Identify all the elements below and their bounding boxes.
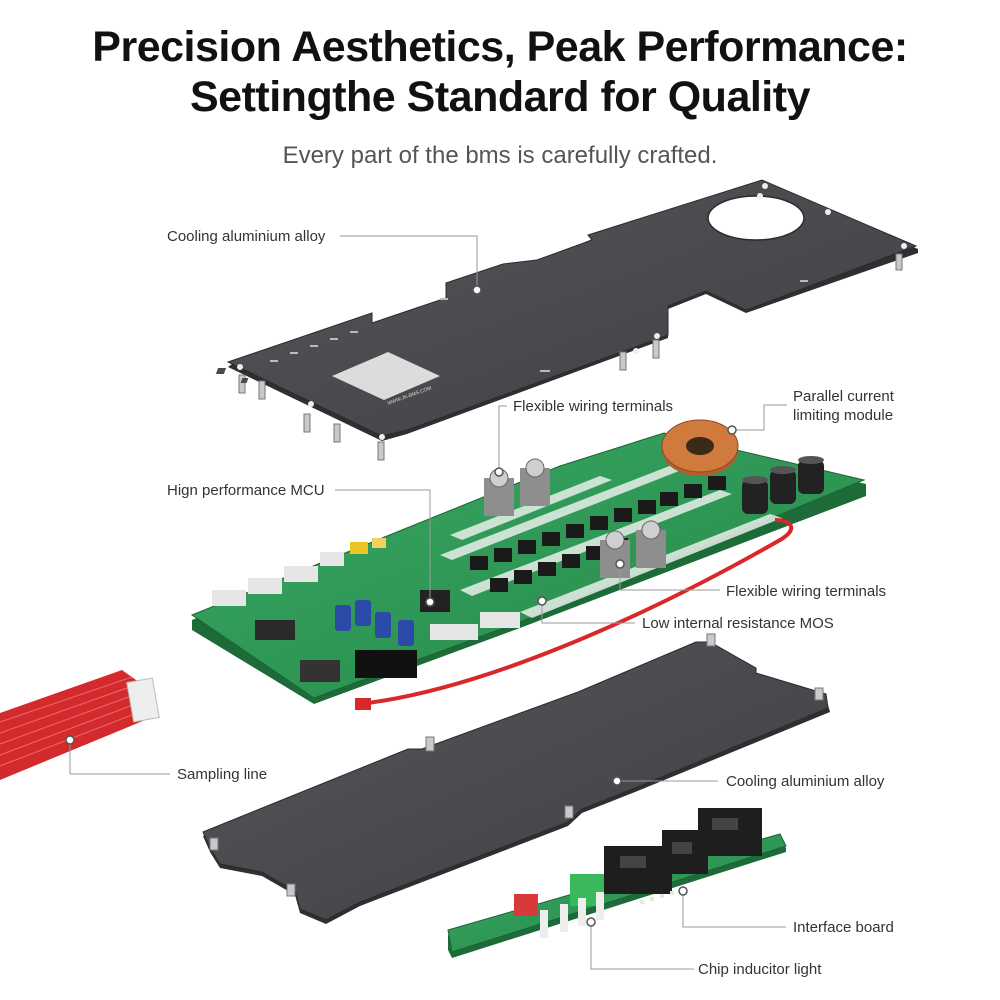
callout-dot-bottom-cooling (612, 776, 622, 786)
rj45-ports (604, 808, 762, 894)
dip-switch (514, 894, 538, 916)
wiring-terminals-mid (600, 520, 666, 578)
interface-board (447, 808, 787, 958)
callout-wiring-top: Flexible wiring terminals (513, 398, 674, 415)
callout-mos: Low internal resistance MOS (642, 615, 834, 632)
callout-dots (65, 285, 737, 927)
callout-parallel-module: Parallel current limiting module (793, 387, 894, 425)
qr-code-icon (215, 352, 440, 400)
callout-dot-wiring-mid (615, 559, 625, 569)
callout-top-cooling: Cooling aluminium alloy (167, 228, 326, 245)
red-wire (359, 518, 794, 706)
bottom-cooling-plate (202, 633, 830, 924)
callout-dot-wiring-top (494, 467, 504, 477)
callout-dot-top-cooling (472, 285, 482, 295)
page-subtitle: Every part of the bms is carefully craft… (282, 142, 718, 169)
plate-print-marks (270, 280, 808, 372)
callout-dot-sampling (65, 735, 75, 745)
callout-dot-interface (678, 886, 688, 896)
leader-lines (69, 235, 787, 970)
title-line-2: Settingthe Standard for Quality (190, 73, 811, 121)
callout-sampling: Sampling line (177, 766, 268, 783)
page-title: Precision Aesthetics, Peak Performance: … (0, 22, 1000, 122)
mcu-chip (420, 590, 450, 612)
callout-mcu: Hign performance MCU (167, 482, 325, 499)
indicator-leds (640, 891, 674, 904)
callout-chip-light: Chip inducitor light (698, 961, 822, 978)
title-line-1: Precision Aesthetics, Peak Performance: (92, 23, 908, 71)
pcb-left-components (212, 538, 520, 682)
callout-dot-mos (537, 596, 547, 606)
capacitor-bank (742, 456, 824, 514)
callout-dot-chip-light (586, 917, 596, 927)
top-cooling-plate: WWW.JK-BMS.COM (215, 179, 918, 461)
callout-parallel-line2: limiting module (793, 407, 894, 424)
callout-bottom-cooling: Cooling aluminium alloy (726, 773, 885, 790)
plate-cutout (707, 195, 805, 241)
main-pcb (190, 419, 866, 710)
sampling-line-ribbon (0, 670, 160, 780)
toroid-inductor-icon (661, 419, 739, 476)
callout-parallel-line1: Parallel current (793, 388, 894, 405)
callout-interface: Interface board (793, 919, 894, 936)
callout-wiring-mid: Flexible wiring terminals (726, 583, 887, 600)
callout-dot-mcu (425, 597, 435, 607)
callout-dot-parallel (727, 425, 737, 435)
header-connector (355, 650, 417, 678)
